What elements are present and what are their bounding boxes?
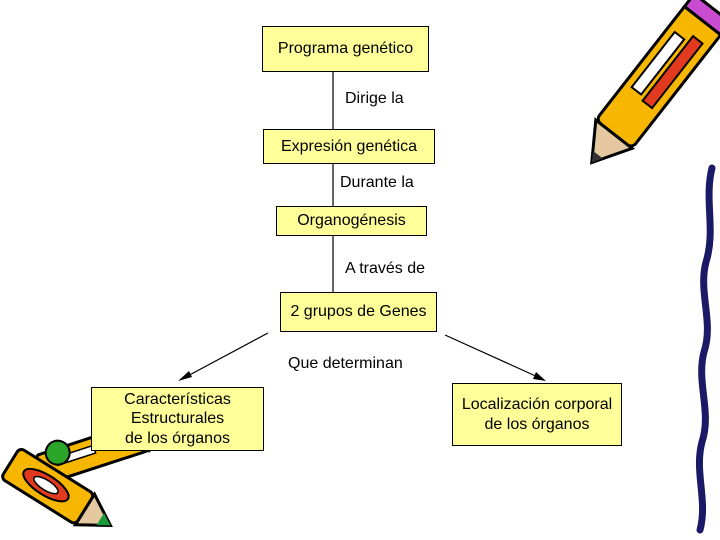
node-label: Organogénesis [297, 211, 406, 230]
node-label-line: de los órganos [485, 415, 590, 434]
wavy-border [699, 168, 712, 530]
arrowhead-right [533, 372, 546, 381]
edge-label-atraves: A través de [345, 260, 425, 278]
edge-label-determinan: Que determinan [288, 355, 403, 373]
node-programa-genetico: Programa genético [262, 26, 429, 72]
node-label: Programa genético [278, 39, 413, 58]
node-caracteristicas: Características Estructurales de los órg… [91, 387, 264, 451]
pencil-icon [574, 0, 720, 177]
node-localizacion: Localización corporal de los órganos [452, 383, 622, 446]
node-label-line: Características [124, 390, 231, 409]
node-label: Expresión genética [281, 137, 417, 156]
connector-grupos-caracteristicas [182, 333, 268, 379]
node-expresion-genetica: Expresión genética [263, 129, 435, 164]
node-label: 2 grupos de Genes [290, 302, 426, 321]
node-grupos-genes: 2 grupos de Genes [280, 292, 437, 332]
arrowhead-left [178, 371, 192, 381]
node-label-line: Estructurales [131, 409, 224, 428]
node-label-line: Localización corporal [462, 395, 612, 414]
connector-grupos-localizacion [445, 335, 540, 378]
edge-label-durante: Durante la [340, 174, 414, 192]
node-organogenesis: Organogénesis [276, 206, 427, 236]
edge-label-dirige: Dirige la [345, 90, 404, 108]
node-label-line: de los órganos [125, 429, 230, 448]
